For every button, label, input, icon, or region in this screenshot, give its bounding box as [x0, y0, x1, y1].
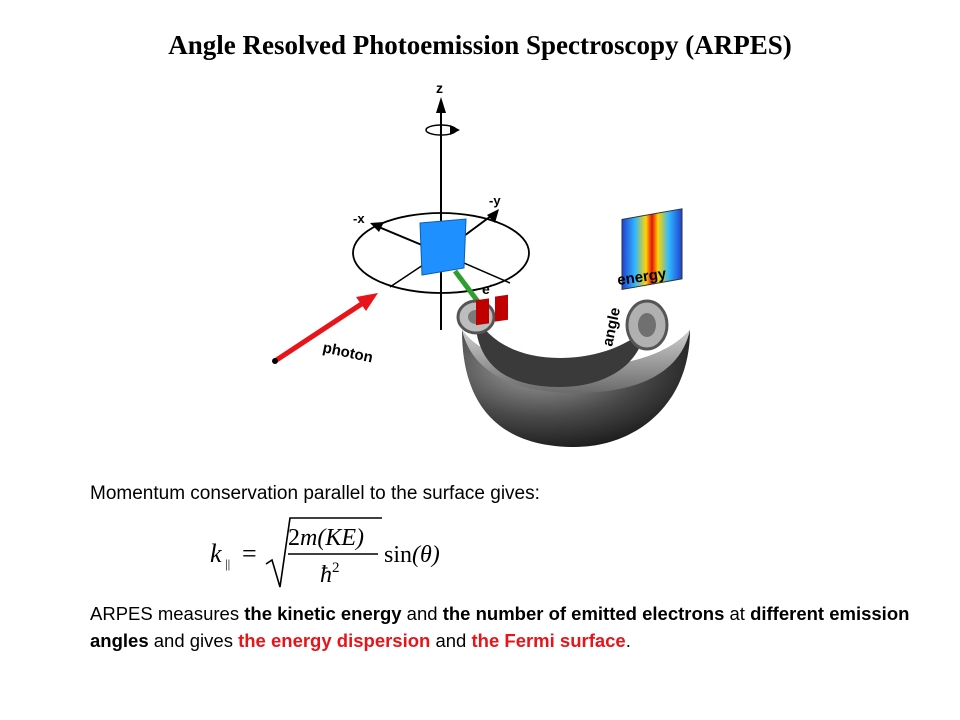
- summary-text-3: at: [724, 603, 751, 624]
- detector-image-map: [622, 208, 682, 290]
- analyzer-inner-hemisphere: [475, 315, 645, 387]
- z-axis-arrowhead: [436, 97, 446, 113]
- summary-fermi-surface: the Fermi surface: [471, 630, 626, 651]
- summary-text-6: .: [625, 630, 631, 651]
- sample-crystal: [419, 218, 467, 276]
- formula-sqrt-sign: [265, 517, 382, 588]
- formula-equals: =: [242, 539, 257, 568]
- rotation-arrowhead: [450, 125, 460, 135]
- summary-energy-dispersion: the energy dispersion: [238, 630, 431, 651]
- electron-label: e-: [482, 280, 493, 297]
- summary-text-4: and gives: [148, 630, 239, 651]
- formula-parallel-subscript: ||: [225, 556, 230, 571]
- formula-numerator: 2m(KE): [288, 525, 364, 551]
- detector-image-frame: [621, 208, 683, 290]
- z-axis-label: z: [436, 80, 443, 96]
- azimuth-ring: [352, 212, 530, 294]
- formula-sine: sin(θ): [384, 542, 440, 568]
- arpes-summary-text: ARPES measures the kinetic energy and th…: [90, 600, 910, 654]
- formula-k: k: [210, 539, 222, 568]
- photon-beam: [273, 300, 365, 364]
- summary-text-5: and: [430, 630, 472, 651]
- summary-number-electrons: the number of emitted electrons: [442, 603, 725, 624]
- energy-label: energy: [616, 265, 668, 289]
- summary-text-1: ARPES measures: [90, 603, 245, 624]
- detector-image: [621, 208, 683, 290]
- summary-kinetic-energy: the kinetic energy: [244, 603, 402, 624]
- summary-text-2: and: [401, 603, 443, 624]
- neg-x-label: -x: [353, 211, 365, 226]
- analyzer-slit-left: [476, 298, 489, 326]
- neg-y-arrowhead: [487, 209, 499, 223]
- neg-x-arrowhead: [370, 222, 384, 232]
- photon-arrowhead: [356, 293, 378, 311]
- photon-label: photon: [321, 339, 374, 366]
- analyzer-slit-right: [495, 294, 508, 322]
- formula-denominator: ħ2: [320, 560, 340, 588]
- slide-title: Angle Resolved Photoemission Spectroscop…: [168, 30, 792, 60]
- analyzer-exit-hole: [638, 313, 656, 337]
- photon-source-dot: [272, 358, 278, 364]
- neg-y-label: -y: [489, 193, 501, 208]
- angle-label: angle: [599, 306, 624, 348]
- momentum-formula: k || = 2m(KE) ħ2 sin(θ): [210, 517, 440, 588]
- arpes-diagram: z -x -y photon e- energy angle: [272, 80, 690, 447]
- momentum-intro-text: Momentum conservation parallel to the su…: [90, 483, 540, 504]
- summary-emission-angles: different emission angles: [90, 603, 910, 651]
